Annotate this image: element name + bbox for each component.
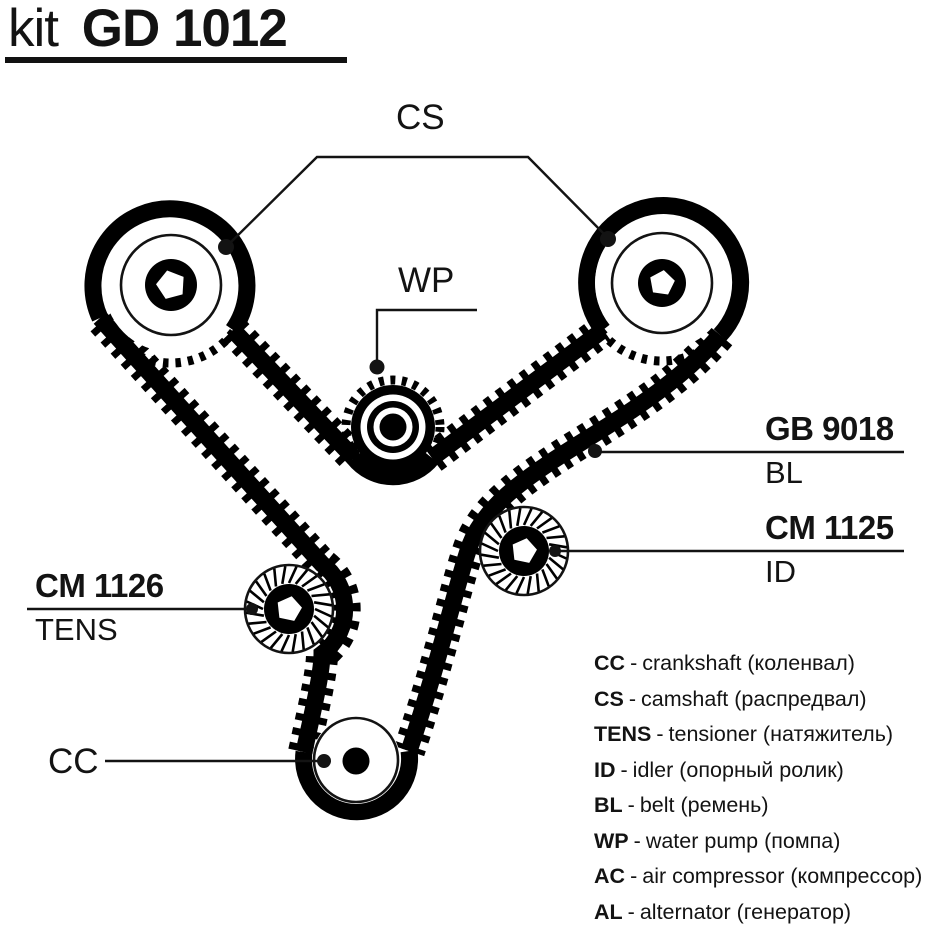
idler-abbr: ID bbox=[765, 554, 796, 589]
tensioner-leader-dot bbox=[246, 603, 258, 615]
tensioner-abbr: TENS bbox=[35, 612, 118, 647]
legend-desc: air compressor (компрессор) bbox=[642, 864, 923, 888]
belt-run-left bbox=[88, 307, 361, 756]
legend-separator: - bbox=[656, 722, 664, 746]
legend-desc: alternator (генератор) bbox=[639, 899, 852, 924]
legend-desc: water pump (помпа) bbox=[645, 828, 841, 853]
legend-desc: tensioner (натяжитель) bbox=[668, 722, 894, 746]
belt-wrap-water-pump bbox=[347, 452, 439, 486]
tensioner-part-number: CM 1126 bbox=[35, 567, 164, 604]
legend-separator: - bbox=[630, 651, 638, 675]
camshaft-label: CS bbox=[396, 98, 445, 137]
water-pump-leader-line bbox=[375, 308, 477, 367]
camshaft-leader-dot-left bbox=[218, 239, 234, 255]
legend-desc: belt (ремень) bbox=[639, 793, 769, 817]
legend-row-al: AL-alternator (генератор) bbox=[594, 895, 922, 925]
legend-row-bl: BL-belt (ремень) bbox=[594, 788, 922, 824]
idler-part-number: CM 1125 bbox=[765, 509, 894, 546]
crankshaft-pulley bbox=[312, 716, 400, 804]
belt-wrap-left-camshaft bbox=[84, 200, 256, 335]
idler-callout: CM 1125 ID bbox=[765, 511, 894, 587]
legend-abbr: CS bbox=[594, 686, 624, 711]
legend-abbr: WP bbox=[594, 828, 629, 853]
camshaft-leader-dot-right bbox=[600, 231, 616, 247]
tensioner-roller bbox=[245, 565, 333, 653]
legend-row-id: ID-idler (опорный ролик) bbox=[594, 753, 922, 789]
belt-abbr: BL bbox=[765, 455, 803, 490]
belt-leader-dot bbox=[588, 444, 602, 458]
belt-wrap-crankshaft bbox=[295, 749, 419, 821]
left-camshaft-pulley bbox=[104, 218, 238, 352]
water-pump-pulley bbox=[351, 385, 435, 469]
water-pump-leader-dot bbox=[369, 359, 385, 375]
legend-abbr: BL bbox=[594, 793, 623, 817]
legend-abbr: AL bbox=[594, 899, 623, 924]
right-camshaft-pulley bbox=[595, 216, 729, 350]
legend-desc: camshaft (распредвал) bbox=[641, 686, 867, 711]
legend-row-wp: WP-water pump (помпа) bbox=[594, 824, 922, 860]
legend-abbr: TENS bbox=[594, 722, 652, 746]
belt-wrap-right-camshaft bbox=[578, 197, 750, 341]
legend: CC-crankshaft (коленвал) CS-camshaft (ра… bbox=[594, 646, 922, 925]
legend-desc: idler (опорный ролик) bbox=[632, 757, 844, 782]
timing-belt bbox=[84, 197, 750, 821]
legend-abbr: CC bbox=[594, 651, 626, 675]
legend-separator: - bbox=[628, 686, 637, 711]
belt-callout: GB 9018 BL bbox=[765, 412, 894, 488]
water-pump-label: WP bbox=[398, 261, 455, 300]
belt-part-number: GB 9018 bbox=[765, 410, 894, 447]
legend-row-cs: CS-camshaft (распредвал) bbox=[594, 682, 922, 718]
tensioner-callout: CM 1126 TENS bbox=[35, 569, 164, 645]
title-kit-code: GD 1012 bbox=[81, 0, 288, 58]
legend-separator: - bbox=[627, 899, 635, 924]
camshaft-leader-line bbox=[225, 155, 611, 248]
legend-row-cc: CC-crankshaft (коленвал) bbox=[594, 646, 922, 682]
legend-separator: - bbox=[633, 828, 641, 853]
page-title: kit GD 1012 bbox=[8, 0, 288, 58]
legend-separator: - bbox=[627, 793, 635, 817]
title-prefix: kit bbox=[8, 0, 59, 58]
crankshaft-leader-dot bbox=[317, 754, 331, 768]
legend-abbr: AC bbox=[594, 864, 626, 888]
idler-leader-dot bbox=[549, 545, 561, 557]
legend-separator: - bbox=[620, 757, 628, 782]
leader-lines bbox=[27, 155, 904, 768]
crankshaft-label: CC bbox=[48, 742, 99, 781]
title-underline bbox=[5, 57, 347, 63]
legend-row-ac: AC-air compressor (компрессор) bbox=[594, 859, 922, 895]
legend-separator: - bbox=[630, 864, 638, 888]
legend-desc: crankshaft (коленвал) bbox=[642, 651, 855, 675]
legend-row-tens: TENS-tensioner (натяжитель) bbox=[594, 717, 922, 753]
legend-abbr: ID bbox=[594, 757, 616, 782]
